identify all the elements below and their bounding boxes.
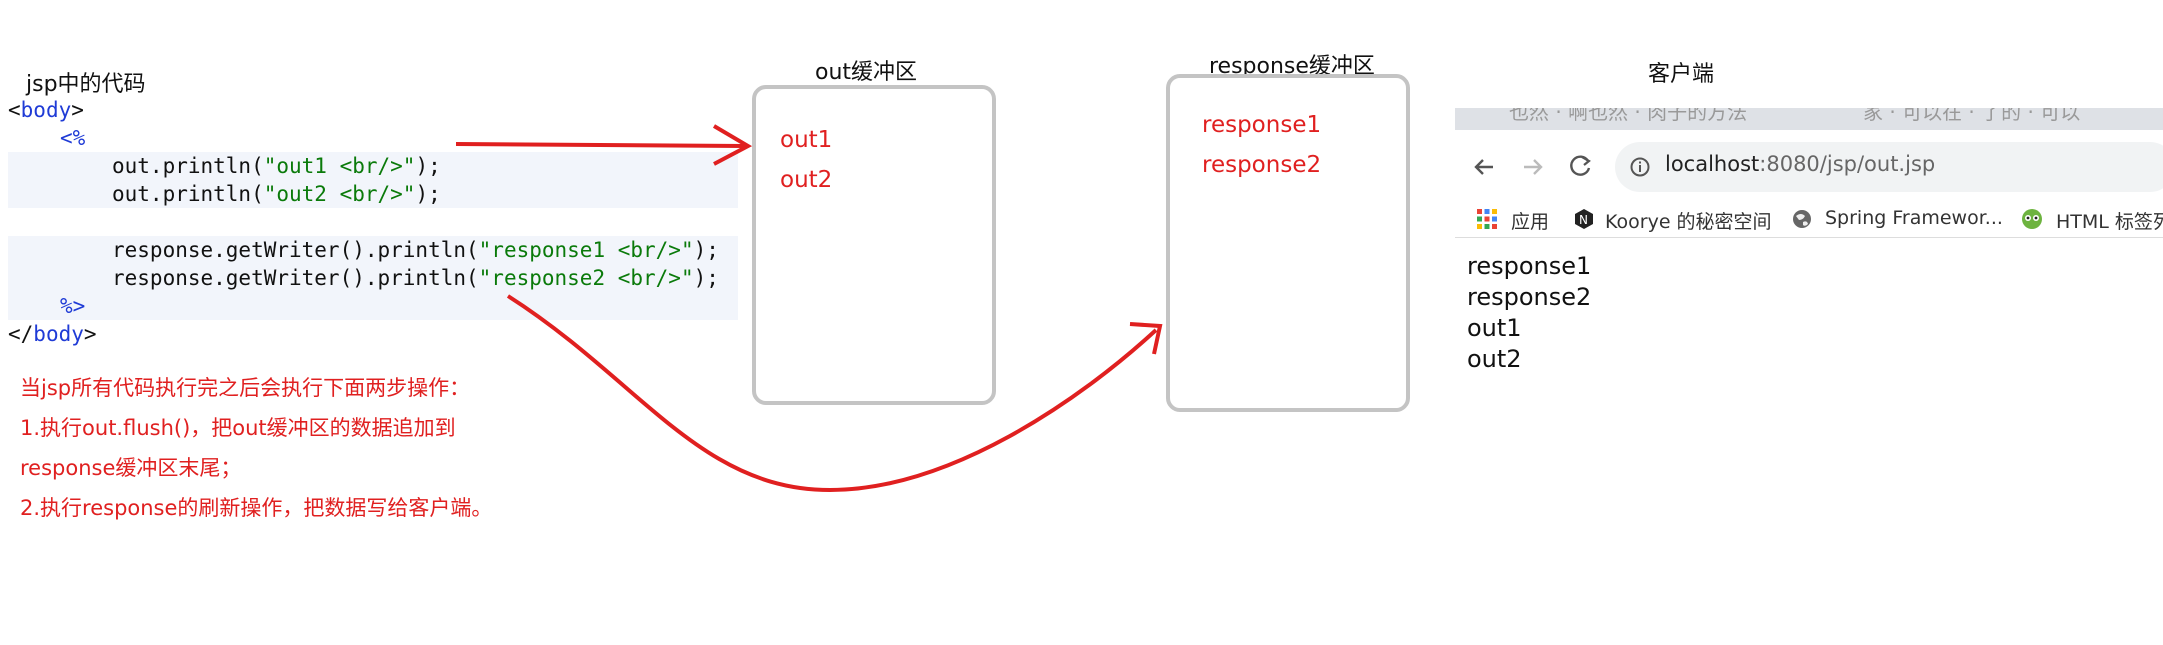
arrow-head-response-buffer: [1129, 322, 1163, 355]
forward-arrow-icon[interactable]: [1519, 154, 1547, 180]
code-line-body-open: <body>: [8, 98, 84, 122]
note-line-4: 2.执行response的刷新操作，把数据写给客户端。: [20, 496, 493, 520]
bookmark-label: Koorye 的秘密空间: [1605, 211, 1772, 233]
code-line-response1: response.getWriter().println("response1 …: [8, 236, 738, 264]
response-buffer-item: response1: [1202, 112, 1322, 138]
note-line-1: 当jsp所有代码执行完之后会执行下面两步操作：: [20, 376, 471, 400]
bookmark-label: 应用: [1511, 211, 1550, 233]
output-line: out2: [1467, 345, 1522, 373]
out-buffer-box: out1 out2: [752, 85, 996, 405]
output-line: response1: [1467, 252, 1592, 280]
html-tags-icon: [2022, 209, 2042, 229]
output-line: out1: [1467, 314, 1522, 342]
arrow-head-out-buffer: [712, 124, 753, 166]
out-buffer-title: out缓冲区: [815, 60, 918, 85]
globe-icon: [1793, 210, 1811, 228]
address-bar[interactable]: localhost:8080/jsp/out.jsp: [1615, 142, 2163, 192]
svg-text:N: N: [1579, 213, 1588, 227]
back-arrow-icon[interactable]: [1471, 154, 1499, 180]
client-title: 客户端: [1648, 62, 1715, 87]
browser-tab-1[interactable]: 也然 · 啊也然 · 肉子的方法: [1509, 108, 1748, 124]
info-icon[interactable]: [1629, 156, 1651, 178]
bookmark-label: HTML 标签列: [2056, 211, 2163, 233]
out-buffer-item: out2: [780, 167, 833, 193]
jsp-code-title: jsp中的代码: [26, 72, 146, 97]
code-line-scriptlet-close: %>: [8, 292, 738, 320]
arrow-code-to-response-buffer: [506, 294, 1158, 493]
note-line-2: 1.执行out.flush()，把out缓冲区的数据追加到: [20, 416, 456, 440]
note-line-3: response缓冲区末尾；: [20, 456, 242, 480]
apps-grid-icon: [1477, 209, 1497, 229]
browser-tab-2[interactable]: 家 · 可以在 · 了的 · 可以: [1863, 108, 2081, 124]
browser-window: 也然 · 啊也然 · 肉子的方法 家 · 可以在 · 了的 · 可以 local…: [1455, 108, 2163, 398]
response-buffer-box: response1 response2: [1166, 74, 1410, 412]
reload-icon[interactable]: [1567, 152, 1595, 180]
bookmark-label: Spring Framewor...: [1825, 207, 2003, 229]
browser-tab-strip: 也然 · 啊也然 · 肉子的方法 家 · 可以在 · 了的 · 可以: [1455, 108, 2163, 130]
url-text: localhost:8080/jsp/out.jsp: [1665, 152, 1936, 176]
code-line-out2: out.println("out2 <br/>");: [8, 180, 738, 208]
code-line-out1: out.println("out1 <br/>");: [8, 152, 738, 180]
code-line-body-close: </body>: [8, 322, 97, 346]
toolbar-divider: [1455, 237, 2163, 238]
koorye-logo-icon: N: [1575, 209, 1593, 229]
arrow-code-to-out-buffer: [455, 142, 745, 148]
output-line: response2: [1467, 283, 1592, 311]
response-buffer-item: response2: [1202, 152, 1322, 178]
code-line-response2: response.getWriter().println("response2 …: [8, 264, 738, 292]
code-line-scriptlet-open: <%: [60, 126, 86, 150]
out-buffer-item: out1: [780, 127, 833, 153]
